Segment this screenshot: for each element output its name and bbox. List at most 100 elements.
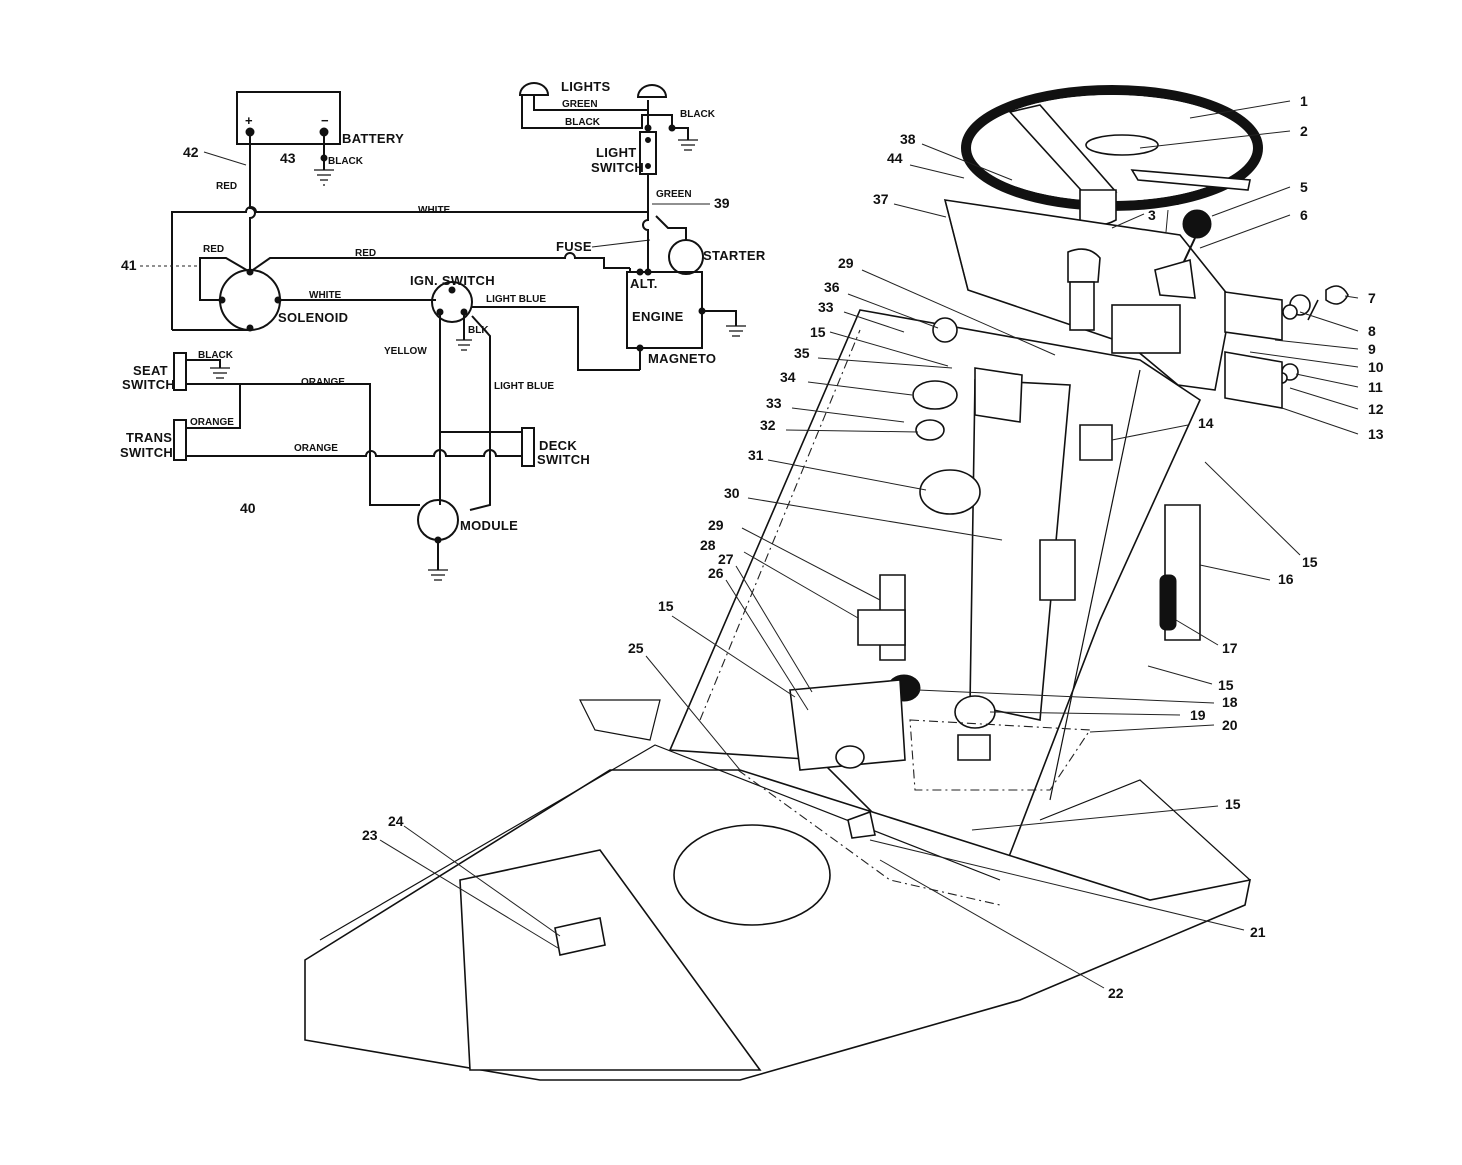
callout-22: 22: [1108, 985, 1124, 1001]
callout-leader-29: [741, 527, 881, 601]
ref-40: 40: [240, 500, 256, 516]
callout-4: 4: [1172, 192, 1180, 208]
fuse-label: FUSE: [556, 239, 592, 254]
callout-25: 25: [628, 640, 644, 656]
callout-15: 15: [1218, 677, 1234, 693]
callout-leader-18: [917, 689, 1215, 704]
callout-23: 23: [362, 827, 378, 843]
solenoid: [219, 269, 281, 331]
callout-leader-9: [1274, 339, 1359, 350]
wire-orange-bottom: ORANGE: [294, 443, 338, 454]
callout-9: 9: [1368, 341, 1376, 357]
callout-leader-15: [829, 331, 949, 367]
ignition-switch-part: [919, 469, 981, 515]
trans-switch: [173, 419, 187, 461]
callout-leader-3: [1111, 213, 1145, 229]
wire-white-sol: WHITE: [309, 290, 342, 301]
trans-switch-label-2: SWITCH: [120, 445, 173, 460]
callout-leader-36: [847, 293, 939, 329]
callout-1: 1: [1300, 93, 1308, 109]
callout-leader-27: [735, 565, 813, 693]
callout-leader-11: [1295, 373, 1359, 388]
light-lamp-right: [636, 84, 668, 98]
callout-21: 21: [1250, 924, 1266, 940]
callout-leader-15: [671, 615, 796, 698]
callout-leader-5: [1211, 186, 1291, 217]
callout-leader-16: [1199, 564, 1271, 581]
battery-minus: −: [321, 113, 329, 128]
callout-leader-23: [379, 839, 559, 949]
callout-33: 33: [818, 299, 834, 315]
callout-leader-6: [1199, 214, 1291, 249]
callout-leader-21: [869, 839, 1245, 931]
callout-44: 44: [887, 150, 903, 166]
callout-5: 5: [1300, 179, 1308, 195]
starter: [668, 239, 704, 275]
solenoid-label: SOLENOID: [278, 310, 348, 325]
deck-switch: [521, 427, 535, 467]
ref-42: 42: [183, 144, 199, 160]
callout-leader-24: [403, 825, 561, 937]
lights-label: LIGHTS: [561, 79, 610, 94]
wire-light-blue-right: LIGHT BLUE: [494, 381, 554, 392]
wire-black-lights: BLACK: [565, 117, 601, 128]
throttle-knob: [1182, 209, 1212, 239]
callout-leader-8: [1299, 311, 1359, 332]
wire-light-blue-top: LIGHT BLUE: [486, 294, 546, 305]
wire-red-mid: RED: [355, 248, 376, 259]
callout-leader-28: [743, 551, 859, 619]
wire-red-sol: RED: [203, 244, 224, 255]
callout-34: 34: [780, 369, 796, 385]
callout-leader-1: [1189, 100, 1291, 119]
callout-32: 32: [760, 417, 776, 433]
deck-switch-label-1: DECK: [539, 438, 577, 453]
callout-17: 17: [1222, 640, 1238, 656]
callout-15: 15: [810, 324, 826, 340]
callout-3: 3: [1148, 207, 1156, 223]
battery-plus: +: [245, 113, 253, 128]
callout-7: 7: [1368, 290, 1376, 306]
callout-leader-25: [645, 655, 741, 771]
ref-41: 41: [121, 257, 137, 273]
ref-43: 43: [280, 150, 296, 166]
callout-leader-33: [843, 311, 905, 333]
spring: [1159, 574, 1177, 631]
callout-38: 38: [900, 131, 916, 147]
callout-18: 18: [1222, 694, 1238, 710]
wiring-schematic: + − BATTERY BLACK 43 RED 42 WHITE SOLENO…: [120, 79, 766, 581]
callout-19: 19: [1190, 707, 1206, 723]
callout-36: 36: [824, 279, 840, 295]
key: [1307, 285, 1349, 321]
callout-13: 13: [1368, 426, 1384, 442]
magneto-label: MAGNETO: [648, 351, 716, 366]
callout-27: 27: [718, 551, 734, 567]
trans-switch-label-1: TRANS.: [126, 430, 176, 445]
wire-orange-trans: ORANGE: [190, 417, 234, 428]
callout-leader-32: [785, 429, 919, 433]
wire-white-top: WHITE: [418, 205, 451, 216]
callout-28: 28: [700, 537, 716, 553]
deck-switch-label-2: SWITCH: [537, 452, 590, 467]
wheel-cap: [1085, 134, 1159, 156]
callout-29: 29: [838, 255, 854, 271]
ign-switch-label: IGN. SWITCH: [410, 273, 495, 288]
callout-29: 29: [708, 517, 724, 533]
callout-30: 30: [724, 485, 740, 501]
callout-leader-37: [893, 203, 947, 218]
callout-26: 26: [708, 565, 724, 581]
callout-leader-10: [1249, 351, 1359, 368]
ref-39: 39: [714, 195, 730, 211]
callout-leader-15: [1147, 665, 1213, 685]
callout-31: 31: [748, 447, 764, 463]
seat-switch: [173, 352, 187, 391]
callout-leader-44: [909, 164, 965, 179]
wire-green-top: GREEN: [562, 99, 598, 110]
callouts: 1234567891011121314151515151516171819202…: [362, 93, 1384, 1001]
callout-leader-33: [791, 407, 905, 423]
alt-label: ALT.: [630, 276, 658, 291]
callout-leader-14: [1111, 424, 1189, 441]
wire-red-42: RED: [216, 181, 237, 192]
callout-leader-4: [1165, 209, 1169, 233]
wire-black-43: BLACK: [328, 156, 364, 167]
callout-leader-12: [1289, 387, 1359, 410]
